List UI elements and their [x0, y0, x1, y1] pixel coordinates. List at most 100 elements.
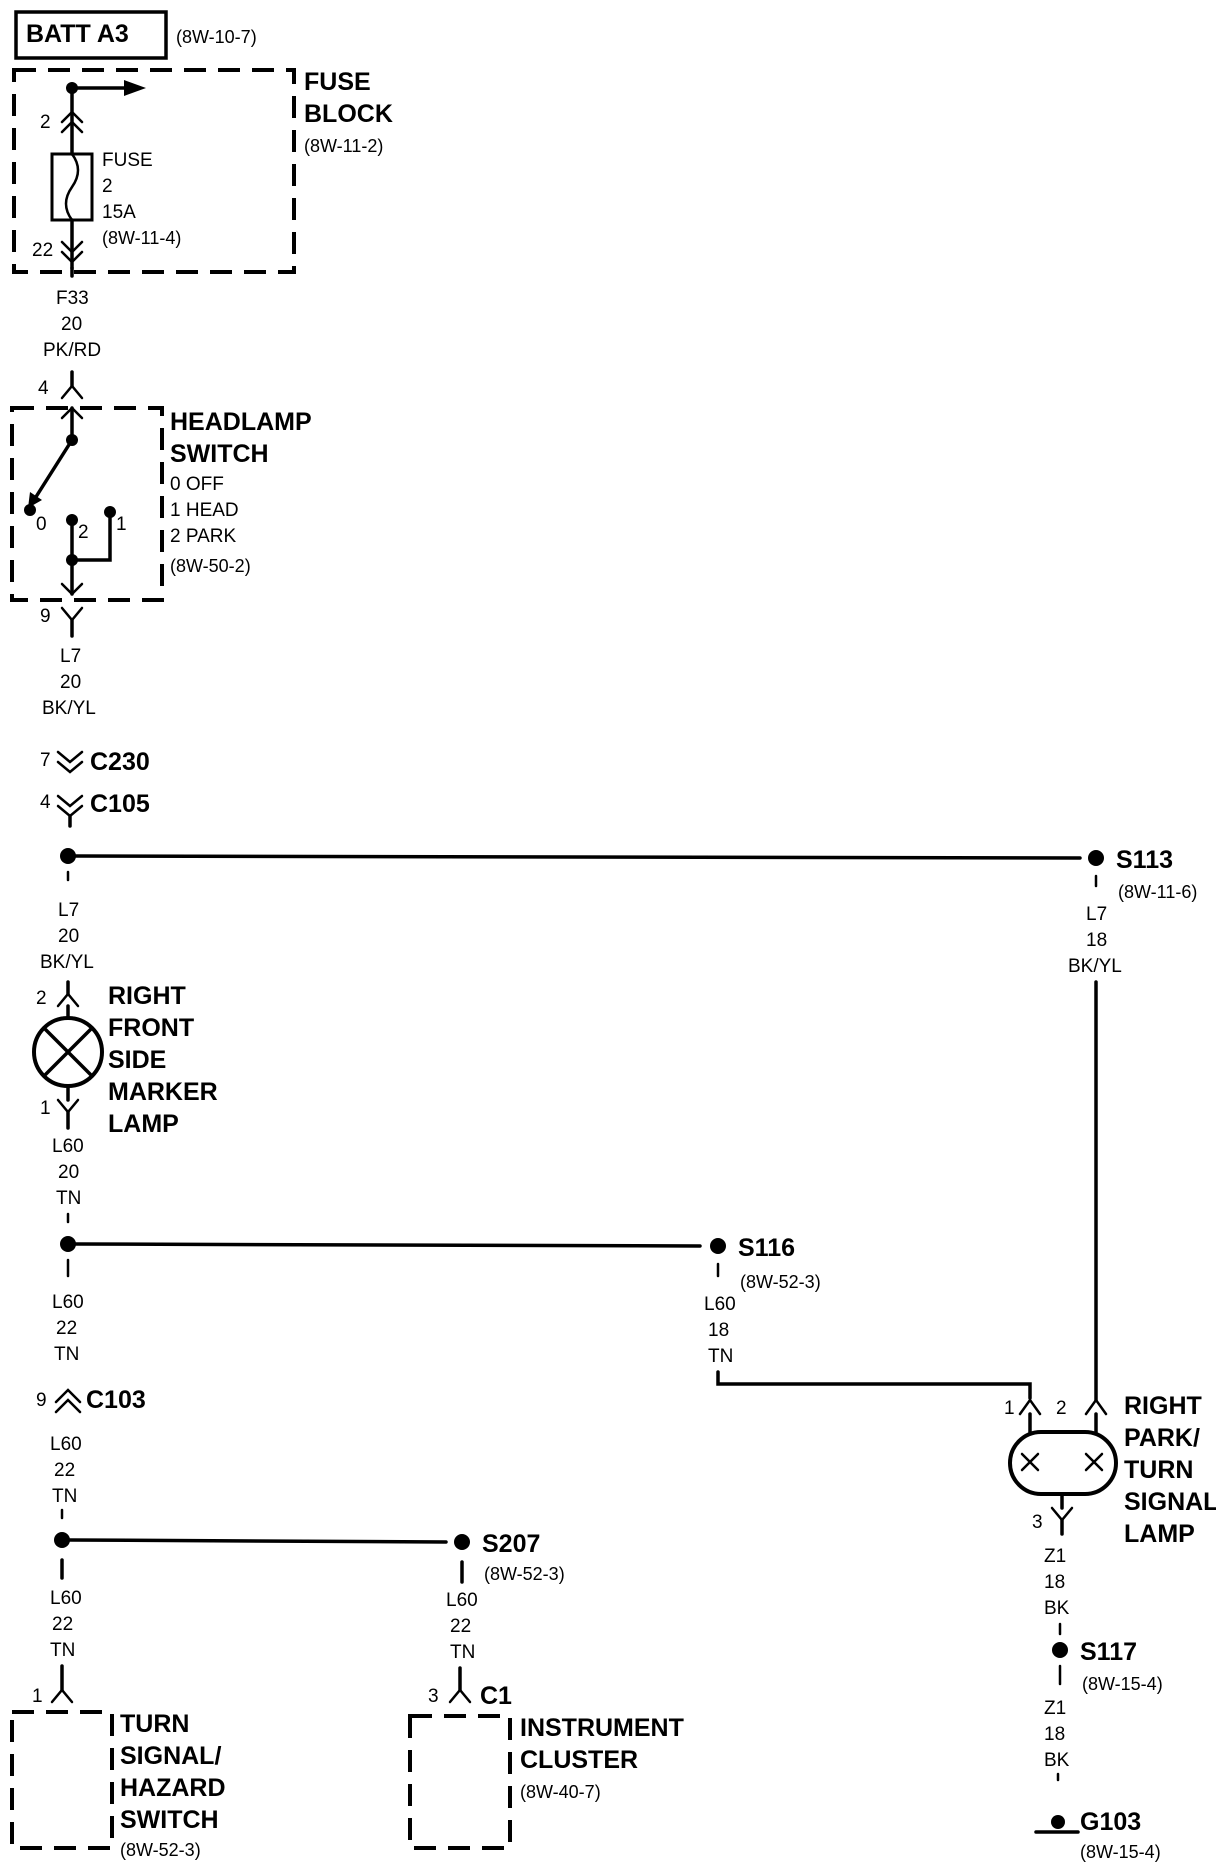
wire-f33-circuit: F33 [56, 288, 89, 309]
turn-switch-title-2: SIGNAL/ [120, 1742, 221, 1770]
wire-z1-a-color: BK [1044, 1598, 1070, 1619]
wire-l60-c-circuit: L60 [704, 1294, 736, 1315]
s207-label: S207 [482, 1530, 540, 1558]
c103-pin: 9 [36, 1390, 47, 1411]
connector-male-icon [60, 606, 84, 622]
wire-l60-a-color: TN [56, 1188, 81, 1209]
g103-ref: (8W-15-4) [1080, 1842, 1161, 1862]
connector-female-icon [448, 1688, 472, 1704]
contact-2-label: 2 [78, 522, 89, 543]
connector-female-icon [60, 110, 84, 134]
ground-g103: G103 (8W-15-4) [1034, 1808, 1161, 1862]
side-marker-title-5: LAMP [108, 1110, 179, 1138]
fuse-block-ref: (8W-11-2) [304, 136, 383, 156]
splice-s117: S117 (8W-15-4) [1052, 1638, 1163, 1694]
park-lamp-title-2: PARK/ [1124, 1424, 1200, 1452]
cluster-ref: (8W-40-7) [520, 1782, 601, 1802]
fuse-rating: 15A [102, 202, 136, 223]
batt-label: BATT A3 [26, 20, 129, 48]
park-turn-lamp: 1 2 3 RIGHT PARK/ TURN SIGNAL LAMP [1004, 1392, 1216, 1548]
park-lamp-title-3: TURN [1124, 1456, 1193, 1484]
connector-male-icon [56, 750, 84, 774]
dual-filament-lamp-icon [1008, 1430, 1118, 1496]
instrument-cluster: 3 C1 INSTRUMENT CLUSTER (8W-40-7) [408, 1666, 684, 1850]
connector-male-icon [60, 582, 84, 596]
wire-z1-b-circuit: Z1 [1044, 1698, 1066, 1719]
fuse-label: FUSE [102, 150, 153, 171]
cluster-pin: 3 [428, 1686, 439, 1707]
connector-male-icon [60, 240, 84, 264]
turn-switch-title-3: HAZARD [120, 1774, 226, 1802]
wire-l7-b: L7 20 BK/YL [40, 900, 94, 973]
wire-l7-b-color: BK/YL [40, 952, 94, 973]
fuse-ref: (8W-11-4) [102, 228, 181, 248]
wire-l60-b-gauge: 22 [56, 1318, 77, 1339]
wire-l60-d-circuit: L60 [50, 1434, 82, 1455]
g103-label: G103 [1080, 1808, 1141, 1836]
wire-l7-b-gauge: 20 [58, 926, 79, 947]
ground-icon [1051, 1815, 1065, 1829]
wire-f33-color: PK/RD [43, 340, 101, 361]
wire-z1-b: Z1 18 BK [1044, 1698, 1070, 1782]
arrow-right-icon [124, 80, 146, 96]
wire-z1-b-color: BK [1044, 1750, 1070, 1771]
wire-l60-a-gauge: 20 [58, 1162, 79, 1183]
fuse-block-title-1: FUSE [304, 68, 371, 96]
park-lamp-title-5: LAMP [1124, 1520, 1195, 1548]
connector-c103: 9 C103 [36, 1386, 146, 1414]
turn-signal-hazard-switch: 1 TURN SIGNAL/ HAZARD SWITCH (8W-52-3) [10, 1664, 226, 1860]
fuse-pin-out: 22 [32, 240, 53, 261]
headlamp-pos-2: 2 PARK [170, 526, 237, 547]
arrow-down-left-icon [28, 492, 42, 508]
wire-l60-e: L60 22 TN [50, 1588, 82, 1661]
wire-l7-b-circuit: L7 [58, 900, 79, 921]
wire-l7-a-gauge: 20 [60, 672, 81, 693]
c230-pin: 7 [40, 750, 51, 771]
wire-z1-b-gauge: 18 [1044, 1724, 1065, 1745]
wire-l60-f-circuit: L60 [446, 1590, 478, 1611]
wire-l60-a-circuit: L60 [52, 1136, 84, 1157]
headlamp-ref: (8W-50-2) [170, 556, 251, 576]
headlamp-pos-0: 0 OFF [170, 474, 224, 495]
wire-l60-f: L60 22 TN [446, 1590, 478, 1663]
c105-pin: 4 [40, 792, 51, 813]
wire-l60-e-color: TN [50, 1640, 75, 1661]
wire-l60-c-color: TN [708, 1346, 733, 1367]
connector-female-icon [56, 992, 80, 1008]
splice-node-c105 [60, 848, 1082, 882]
wire-l60-b: L60 22 TN [52, 1292, 84, 1365]
headlamp-pin-in: 4 [38, 378, 49, 399]
contact-1-label: 1 [116, 514, 127, 535]
park-lamp-title-1: RIGHT [1124, 1392, 1202, 1420]
wire-l7-c-circuit: L7 [1086, 904, 1107, 925]
side-marker-title-3: SIDE [108, 1046, 166, 1074]
connector-male-icon [56, 1098, 80, 1114]
splice-node-s207 [54, 1532, 448, 1580]
headlamp-pin-out: 9 [40, 606, 51, 627]
headlamp-title-2: SWITCH [170, 440, 269, 468]
side-marker-lamp: 2 1 RIGHT FRONT SIDE MARKER LAMP [32, 980, 218, 1138]
fuse-block: FUSE BLOCK (8W-11-2) 2 FUSE 2 15A (8W-11… [12, 68, 393, 274]
splice-s207: S207 (8W-52-3) [454, 1530, 565, 1584]
wire-z1-a: Z1 18 BK [1044, 1546, 1070, 1636]
batt-a3: BATT A3 (8W-10-7) [14, 10, 257, 60]
s117-label: S117 [1080, 1638, 1137, 1666]
s116-ref: (8W-52-3) [740, 1272, 821, 1292]
park-lamp-pin-2: 2 [1056, 1398, 1067, 1419]
connector-female-icon [50, 1688, 74, 1704]
turn-switch-pin: 1 [32, 1686, 43, 1707]
wire-l60-c-gauge: 18 [708, 1320, 729, 1341]
wire-l60-b-color: TN [54, 1344, 79, 1365]
wire-l60-d: L60 22 TN [50, 1434, 82, 1520]
wire-l7-a: L7 20 BK/YL [42, 646, 96, 719]
splice-s116: S116 (8W-52-3) L60 18 TN [704, 1234, 1032, 1400]
contact-0-label: 0 [36, 514, 47, 535]
batt-ref: (8W-10-7) [176, 27, 257, 47]
connector-male-icon [56, 794, 84, 818]
wire-l7-a-circuit: L7 [60, 646, 81, 667]
wire-l60-f-gauge: 22 [450, 1616, 471, 1637]
c230-label: C230 [90, 748, 150, 776]
side-marker-pin-out: 1 [40, 1098, 51, 1119]
wire-l60-d-gauge: 22 [54, 1460, 75, 1481]
wire-z1-a-circuit: Z1 [1044, 1546, 1066, 1567]
